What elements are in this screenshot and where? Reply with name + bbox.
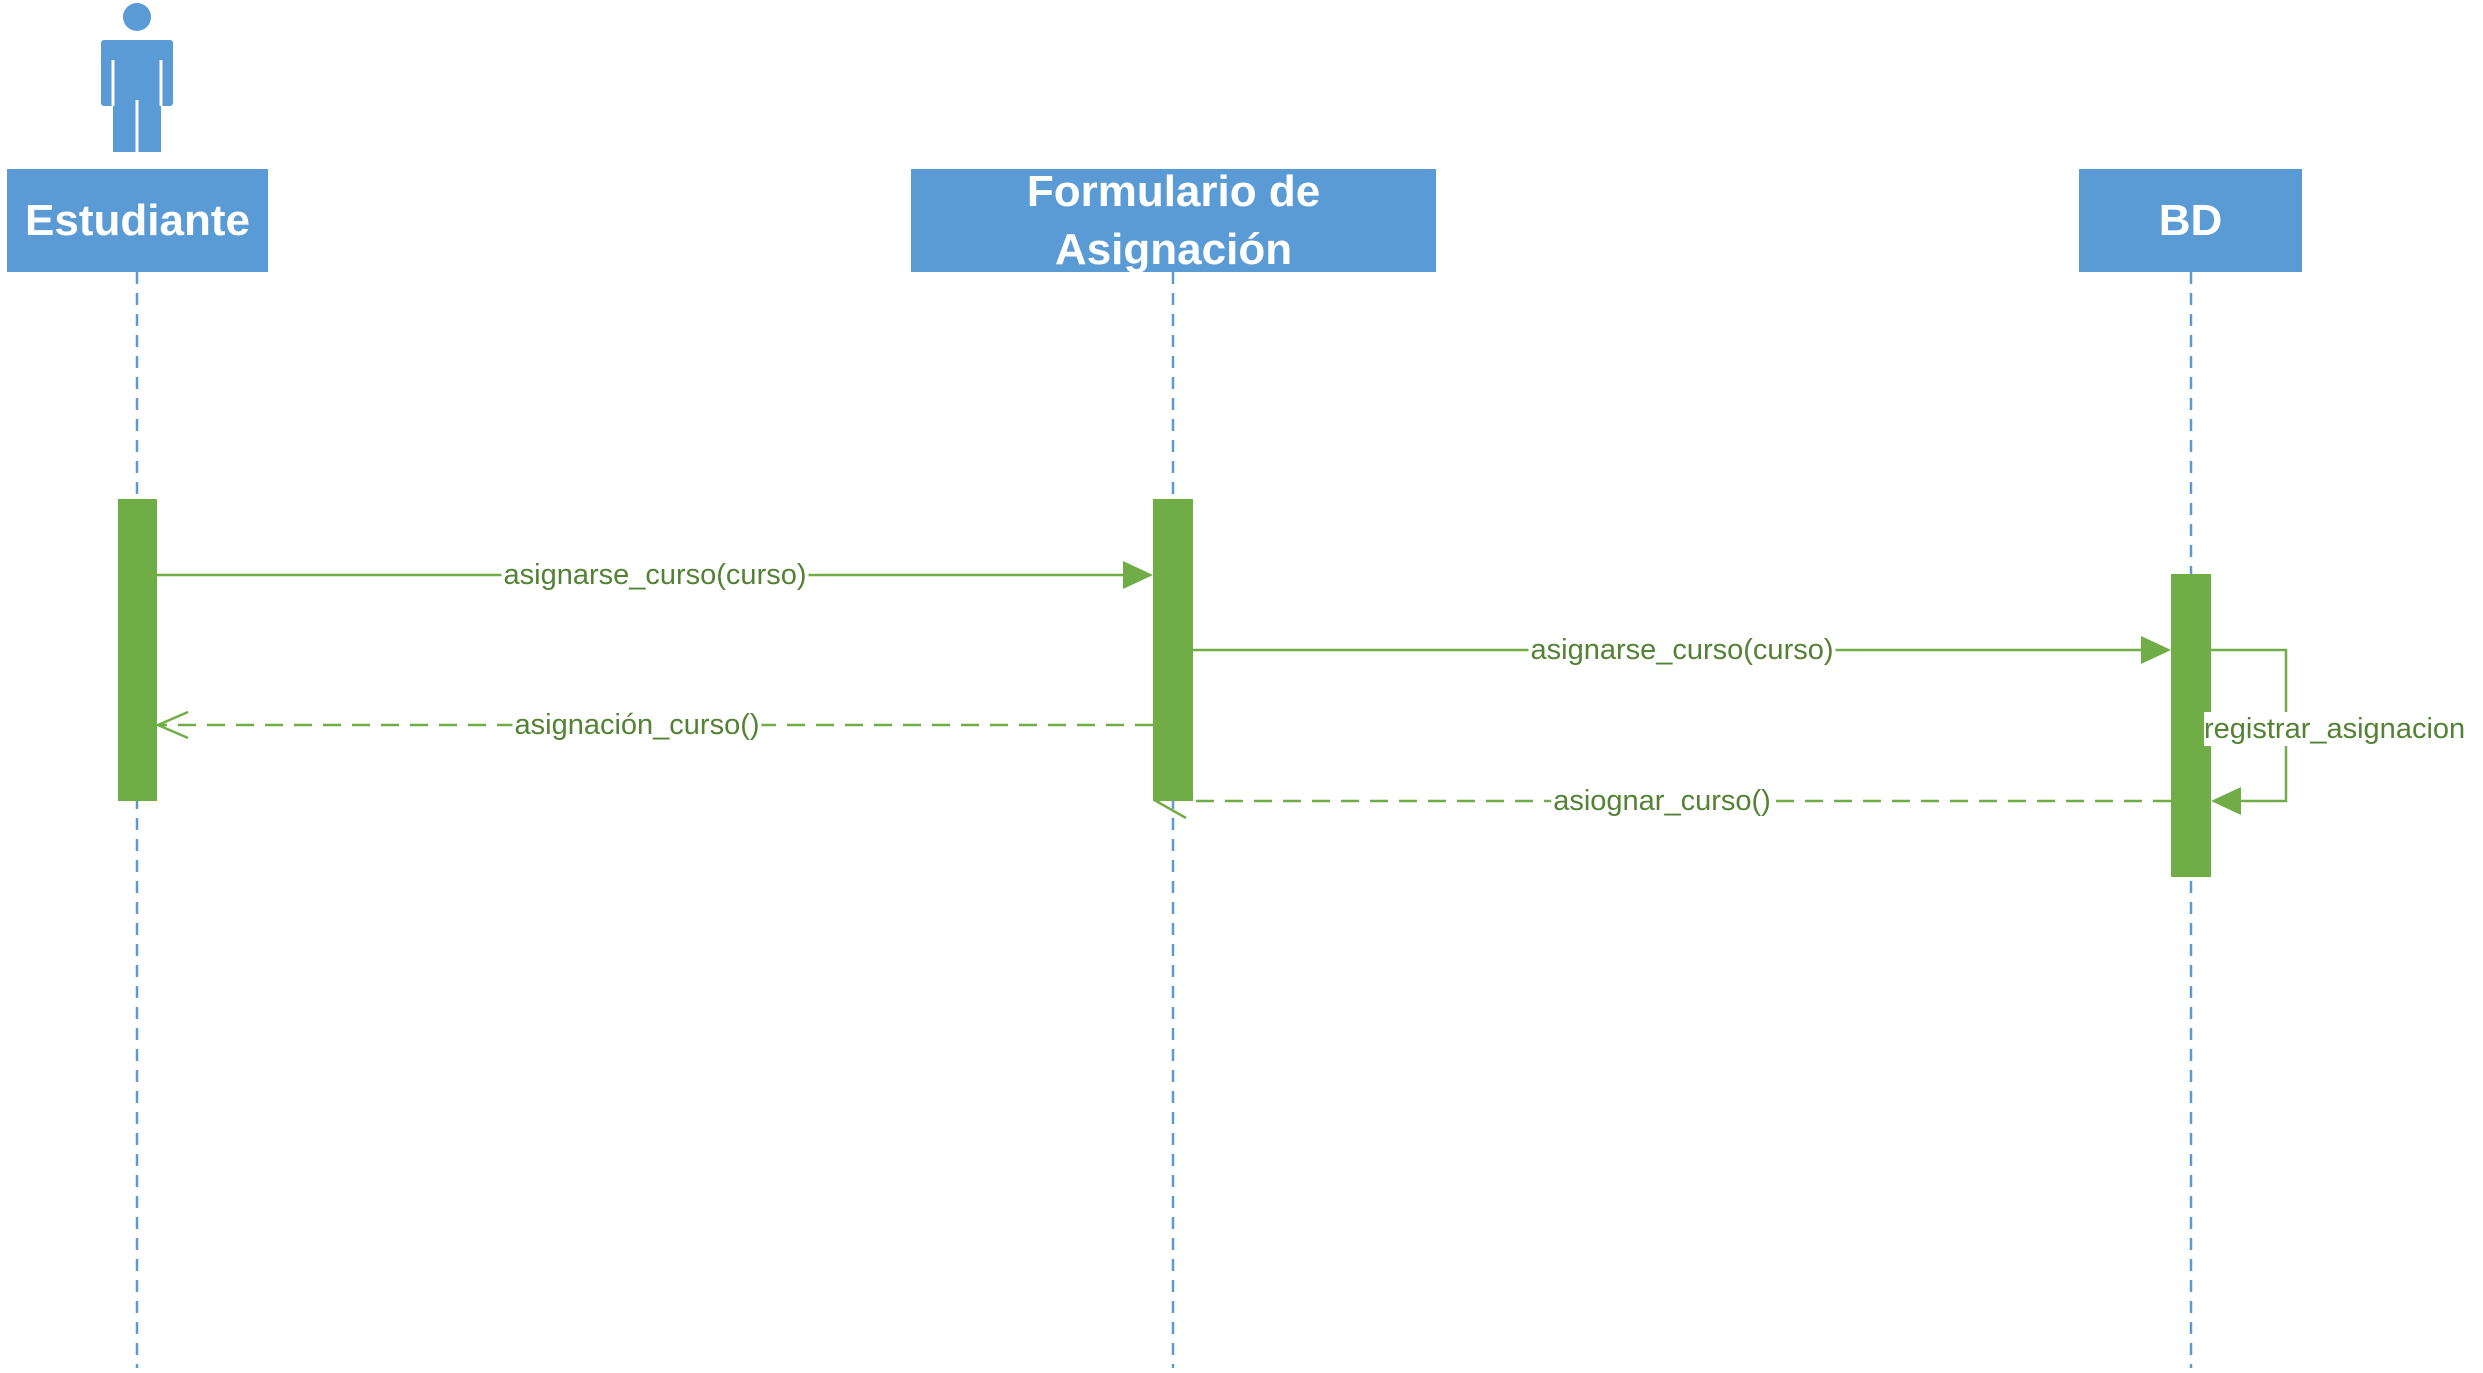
activation-estudiante bbox=[118, 499, 157, 801]
lifeline-estudiante-label: Estudiante bbox=[25, 195, 250, 245]
message-label-2: asignarse_curso(curso) bbox=[1528, 633, 1836, 667]
return-label-2: asiognar_curso() bbox=[1551, 784, 1773, 818]
lifeline-estudiante-box: Estudiante bbox=[7, 169, 268, 272]
return-arrow-2 bbox=[1152, 790, 2171, 820]
lifeline-bd-label: BD bbox=[2158, 195, 2223, 245]
lifeline-formulario-box: Formulario de Asignación bbox=[911, 167, 1436, 274]
activation-formulario bbox=[1153, 499, 1193, 801]
return-label-1: asignación_curso() bbox=[512, 708, 762, 742]
lifeline-bd-box: BD bbox=[2079, 169, 2302, 272]
lifeline-formulario-label: Formulario de Asignación bbox=[1026, 166, 1321, 274]
actor-icon bbox=[101, 3, 173, 152]
message-label-self: registrar_asignacion bbox=[2204, 712, 2466, 746]
message-label-1: asignarse_curso(curso) bbox=[501, 558, 809, 592]
